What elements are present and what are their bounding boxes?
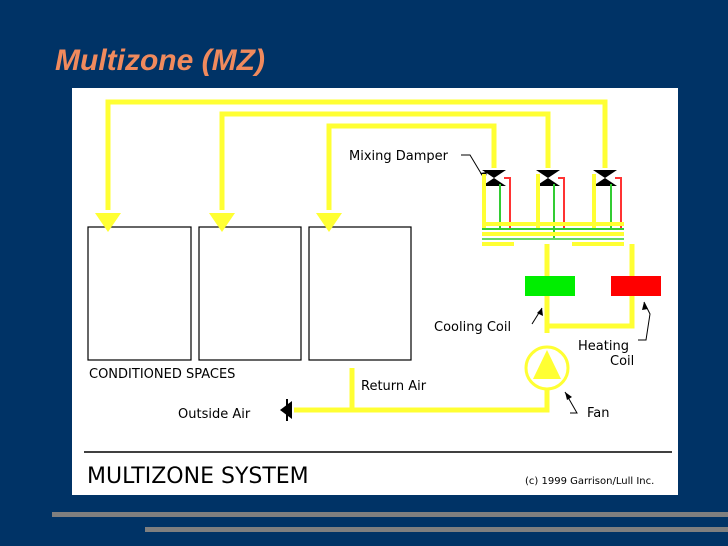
footer-bar-lower	[145, 527, 728, 532]
conditioned-space-3	[308, 226, 412, 361]
mixing-damper-leader	[461, 154, 486, 181]
copyright-label: (c) 1999 Garrison/Lull Inc.	[525, 476, 654, 487]
outside-air-label: Outside Air	[178, 407, 251, 422]
heating-coil	[611, 276, 661, 296]
slide-title: Multizone (MZ)	[55, 44, 265, 77]
fan-leader	[564, 391, 578, 414]
mixing-damper-3	[593, 170, 617, 186]
fan-ducts	[544, 244, 635, 333]
heating-coil-label-line2: Coil	[610, 354, 634, 369]
system-name-label: MULTIZONE SYSTEM	[87, 464, 309, 489]
return-air-label: Return Air	[361, 379, 427, 394]
mixing-dampers	[482, 170, 617, 186]
diagram-panel: Mixing Damper Cooling Coil Heating Coil …	[72, 88, 678, 495]
supply-arrow-1	[95, 213, 121, 232]
plenum-ducts	[482, 174, 624, 246]
supply-ducts	[105, 99, 608, 210]
fan-icon	[533, 350, 561, 379]
footer-bar-upper	[52, 512, 728, 517]
conditioned-space-2	[198, 226, 302, 361]
supply-arrow-2	[209, 213, 235, 232]
multizone-diagram: Mixing Damper Cooling Coil Heating Coil …	[84, 99, 672, 489]
supply-duct-zone-3	[326, 123, 497, 210]
cooling-coil	[525, 276, 575, 296]
supply-duct-zone-2	[219, 111, 551, 210]
mixing-damper-label: Mixing Damper	[349, 149, 449, 164]
cooling-coil-label: Cooling Coil	[434, 320, 511, 335]
return-air-duct	[294, 368, 550, 413]
supply-duct-zone-1	[105, 99, 608, 210]
fan-label: Fan	[587, 406, 610, 421]
conditioned-space-1	[87, 226, 192, 361]
supply-arrow-3	[316, 213, 342, 232]
outside-air-arrow	[280, 401, 292, 419]
heating-coil-label-line1: Heating	[578, 339, 629, 354]
conditioned-spaces-label: CONDITIONED SPACES	[89, 367, 235, 382]
